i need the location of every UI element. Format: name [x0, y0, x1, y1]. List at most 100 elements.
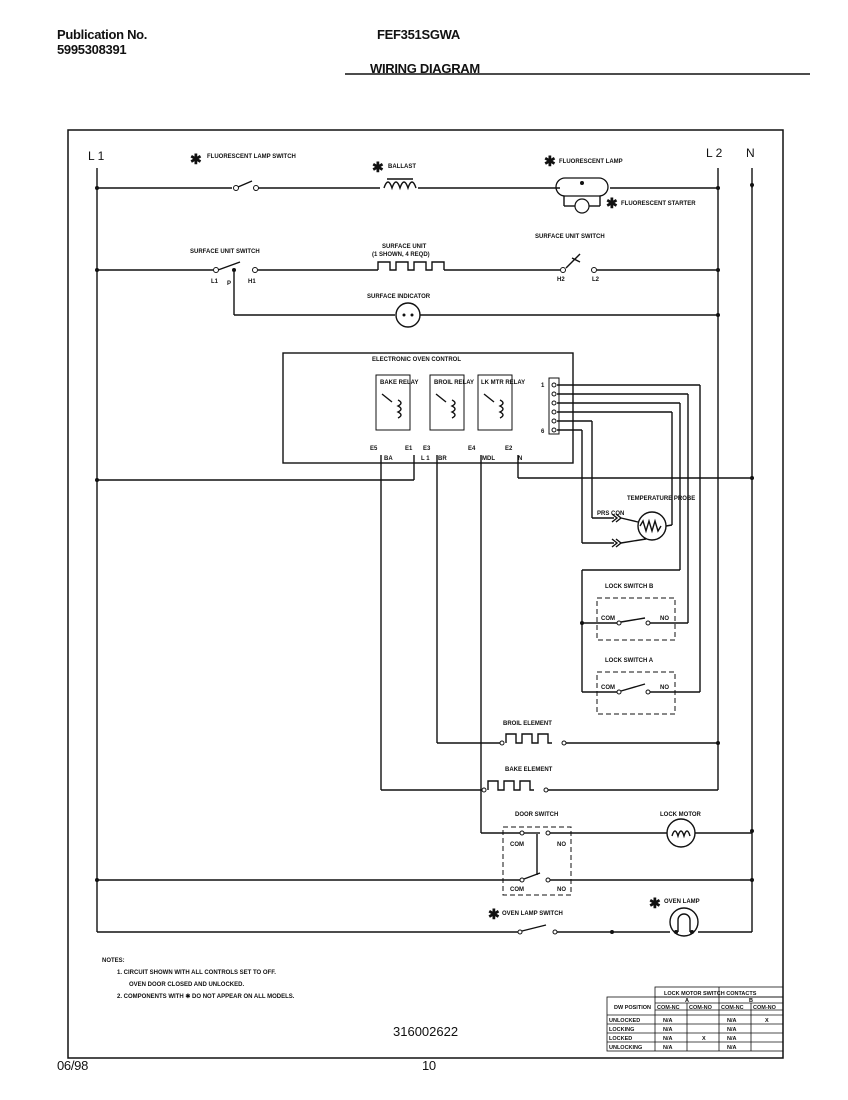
notes-heading: NOTES: [102, 958, 125, 964]
asterisk-oven-lamp-switch: ✱ [488, 906, 500, 922]
ds-com-bottom: COM [510, 887, 524, 893]
publication-number: 5995308391 [57, 42, 127, 57]
lock-motor [666, 818, 754, 848]
asterisk-oven-lamp: ✱ [649, 895, 661, 911]
label-fluor-switch: FLUORESCENT LAMP SWITCH [207, 154, 296, 160]
terminal-e3: E3 [423, 446, 431, 452]
table-cell: X [702, 1036, 706, 1042]
part-number: 316002622 [393, 1024, 458, 1039]
label-oven-lamp-switch: OVEN LAMP SWITCH [502, 911, 563, 917]
label-lock-switch-b: LOCK SWITCH B [605, 584, 654, 590]
asterisk-fluor-starter: ✱ [606, 195, 618, 211]
terminal-br: BR [438, 456, 447, 462]
label-temp-probe: TEMPERATURE PROBE [627, 496, 695, 502]
table-cell: N/A [727, 1045, 737, 1051]
label-fluor-starter: FLUORESCENT STARTER [621, 201, 696, 207]
fluorescent-circuit [95, 177, 754, 214]
table-row-label: UNLOCKING [609, 1045, 642, 1051]
ds-com-top: COM [510, 842, 524, 848]
table-cell: N/A [727, 1018, 737, 1024]
note-1b: OVEN DOOR CLOSED AND UNLOCKED. [129, 982, 244, 988]
table-header-0: COM-NC [657, 1005, 680, 1011]
label-lock-switch-a: LOCK SWITCH A [605, 658, 654, 664]
publication-label: Publication No. [57, 27, 148, 42]
table-group-a: A [685, 998, 689, 1004]
terminal-6: 6 [541, 429, 545, 435]
label-broil-element: BROIL ELEMENT [503, 721, 552, 727]
lock-switch-b [580, 597, 688, 641]
contacts-table [606, 986, 784, 1052]
table-cell: N/A [663, 1018, 673, 1024]
lsa-no: NO [660, 685, 669, 691]
terminal-p: P [227, 281, 231, 287]
terminal-ba: BA [384, 456, 393, 462]
table-row-label: UNLOCKED [609, 1018, 640, 1024]
surface-unit-circuit [95, 253, 720, 328]
label-ballast: BALLAST [388, 164, 416, 170]
note-2: 2. COMPONENTS WITH ✱ DO NOT APPEAR ON AL… [117, 993, 295, 1000]
page-number: 10 [422, 1058, 436, 1073]
table-cell: N/A [727, 1036, 737, 1042]
model-number: FEF351SGWA [377, 27, 460, 42]
label-broil-relay: BROIL RELAY [434, 380, 474, 386]
lsa-com: COM [601, 685, 615, 691]
label-surface-switch-right: SURFACE UNIT SWITCH [535, 234, 605, 240]
label-bake-element: BAKE ELEMENT [505, 767, 553, 773]
table-cell: X [765, 1018, 769, 1024]
table-cell: N/A [663, 1027, 673, 1033]
asterisk-fluor-switch: ✱ [190, 151, 202, 167]
terminal-h2: H2 [557, 277, 565, 283]
label-surface-unit-sub: (1 SHOWN, 4 REQD) [372, 252, 430, 258]
eoc-wiring [95, 384, 754, 833]
terminal-e5: E5 [370, 446, 378, 452]
label-eoc: ELECTRONIC OVEN CONTROL [372, 357, 461, 363]
terminal-e4: E4 [468, 446, 476, 452]
ds-no-bottom: NO [557, 887, 566, 893]
asterisk-fluor-lamp: ✱ [544, 153, 556, 169]
table-cell: N/A [727, 1027, 737, 1033]
terminal-l1: L1 [211, 279, 219, 285]
broil-element [437, 733, 720, 746]
table-row-label: LOCKING [609, 1027, 634, 1033]
terminal-mdl: MDL [482, 456, 495, 462]
label-n: N [746, 146, 755, 160]
table-row-label: LOCKED [609, 1036, 632, 1042]
table-dw-position: DW POSITION [614, 1005, 651, 1011]
ds-no-top: NO [557, 842, 566, 848]
table-cell: N/A [663, 1045, 673, 1051]
bake-element [381, 780, 718, 793]
label-fluor-lamp: FLUORESCENT LAMP [559, 159, 623, 165]
table-header-2: COM-NC [721, 1005, 744, 1011]
label-surface-switch-left: SURFACE UNIT SWITCH [190, 249, 260, 255]
label-l2: L 2 [706, 146, 723, 160]
table-group-b: B [749, 998, 753, 1004]
note-1: 1. CIRCUIT SHOWN WITH ALL CONTROLS SET T… [117, 970, 276, 976]
terminal-l2: L2 [592, 277, 600, 283]
terminal-l1b: L 1 [421, 456, 430, 462]
label-surface-indicator: SURFACE INDICATOR [367, 294, 431, 300]
label-door-switch: DOOR SWITCH [515, 812, 558, 818]
table-header-3: COM-NO [753, 1005, 777, 1011]
terminal-h1: H1 [248, 279, 256, 285]
terminal-1: 1 [541, 383, 545, 389]
table-cell: N/A [663, 1036, 673, 1042]
terminal-e2: E2 [505, 446, 513, 452]
electronic-oven-control [282, 352, 574, 464]
lsb-no: NO [660, 616, 669, 622]
oven-lamp-circuit [97, 907, 752, 937]
label-lk-mtr-relay: LK MTR RELAY [481, 380, 525, 386]
label-prs-con: PRS CON [597, 511, 624, 517]
table-header-1: COM-NO [689, 1005, 713, 1011]
terminal-n: N [518, 456, 522, 462]
diagram-title: WIRING DIAGRAM [370, 61, 480, 76]
table-title: LOCK MOTOR SWITCH CONTACTS [664, 991, 757, 997]
terminal-e1: E1 [405, 446, 413, 452]
diagram-border [67, 129, 784, 1059]
label-l1: L 1 [88, 149, 105, 163]
lsb-com: COM [601, 616, 615, 622]
footer-date: 06/98 [57, 1058, 89, 1073]
door-switch [95, 826, 754, 932]
lock-switch-a [582, 671, 700, 715]
temperature-probe [620, 511, 673, 544]
